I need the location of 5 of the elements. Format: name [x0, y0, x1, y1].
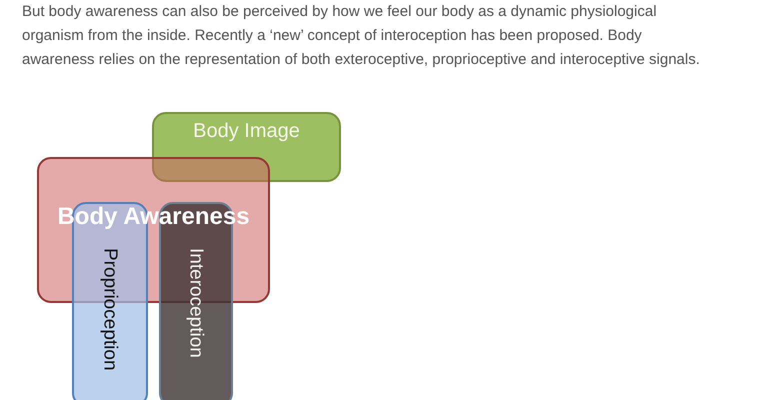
category-box: [152, 112, 341, 182]
category-label: Interoception: [184, 248, 207, 358]
category-label: Body Image: [192, 120, 301, 143]
category-label: Proprioception: [98, 248, 121, 371]
body-paragraph: But body awareness can also be perceived by how we feel our body as a dynamic physiological organism from the inside. Recently a ‘new’ concept of interoception has been proposed. Body awareness relies on the representation of both exteroceptive, proprioceptive and interoceptive signals.: [22, 2, 701, 70]
